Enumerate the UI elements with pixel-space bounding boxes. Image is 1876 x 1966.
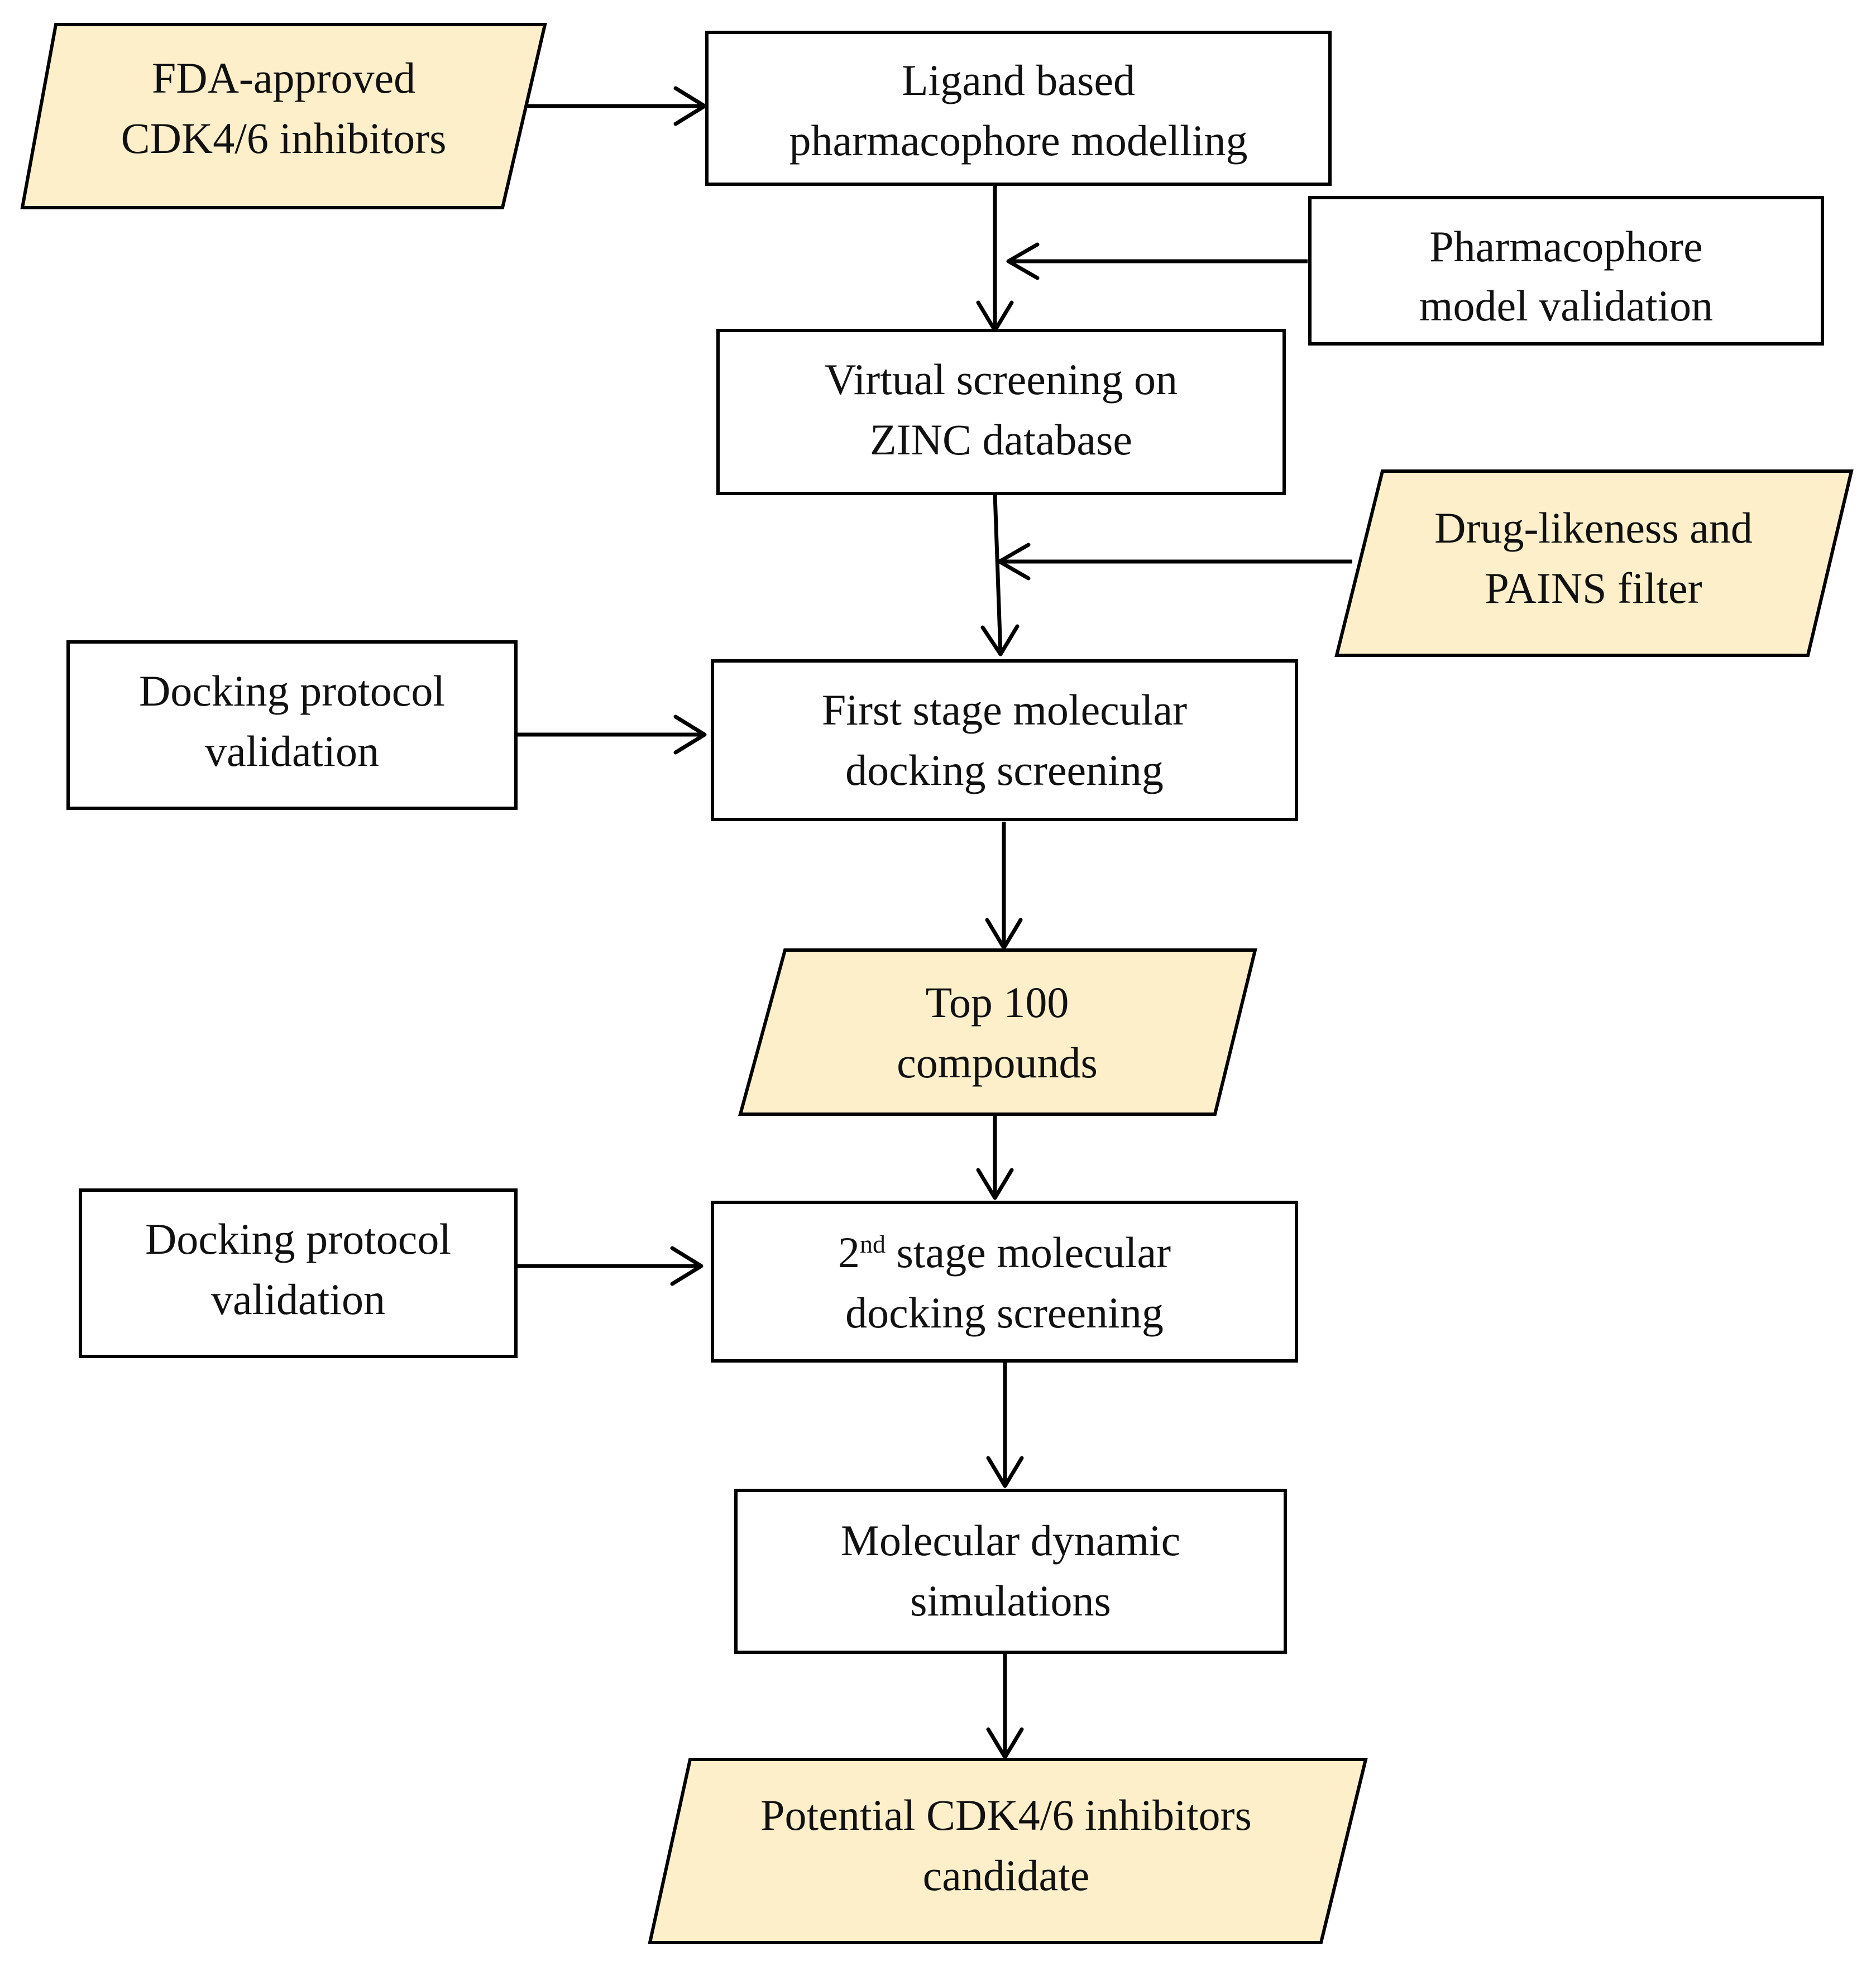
arrow-first-docking-to-top-100 (985, 822, 1023, 950)
arrow-docking-validation-2-to-second-docking (517, 1246, 704, 1286)
rect-shape (66, 640, 518, 810)
rect-shape (716, 329, 1286, 495)
parallelogram-shape (20, 23, 547, 209)
parallelogram-shape (648, 1758, 1368, 1944)
node-label-line2: pharmacophore modelling (789, 116, 1248, 165)
node-label-line2: CDK4/6 inhibitors (121, 114, 447, 162)
arrow-second-docking-to-md-simulations (986, 1362, 1024, 1488)
rect-shape (711, 659, 1298, 821)
node-label-line2: model validation (1419, 281, 1713, 330)
node-potential-candidates: Potential CDK4/6 inhibitors candidate (648, 1758, 1368, 1944)
node-label-line2: docking screening (845, 1288, 1164, 1337)
node-label-line1: Ligand based (902, 56, 1135, 104)
node-label-line1-rest: stage molecular (886, 1228, 1171, 1277)
parallelogram-shape (738, 948, 1257, 1116)
arrow-modelling-to-virtual-screening (976, 184, 1014, 333)
node-first-stage-docking: First stage molecular docking screening (711, 659, 1298, 821)
rect-shape (711, 1201, 1298, 1363)
node-label-line1: First stage molecular (822, 685, 1187, 734)
node-label-line2: simulations (910, 1576, 1111, 1625)
arrow-docking-validation-1-to-first-docking (517, 715, 707, 755)
node-label-line2: docking screening (845, 746, 1164, 794)
node-fda-inhibitors: FDA-approved CDK4/6 inhibitors (20, 23, 547, 209)
arrow-druglikeness-to-flow (997, 543, 1352, 581)
node-label-line1: FDA-approved (152, 54, 415, 102)
node-docking-validation-1: Docking protocol validation (66, 640, 518, 810)
node-pharmacophore-validation: Pharmacophore model validation (1308, 196, 1824, 346)
node-label-line2: ZINC database (870, 415, 1132, 464)
node-label-line1: Pharmacophore (1429, 222, 1702, 271)
rect-shape (705, 31, 1332, 186)
arrow-pharmacophore-validation-to-flow (1006, 242, 1308, 280)
node-top-100: Top 100 compounds (738, 948, 1257, 1116)
node-label-line2: candidate (923, 1851, 1090, 1900)
rect-shape (79, 1188, 518, 1358)
node-label-line1: Drug-likeness and (1434, 504, 1753, 552)
node-label-line1: Molecular dynamic (841, 1516, 1181, 1565)
ordinal-number: 2 (838, 1228, 860, 1277)
node-label-line1: Virtual screening on (825, 355, 1178, 404)
node-pharmacophore-modelling: Ligand based pharmacophore modelling (705, 31, 1332, 186)
node-label-line1: Docking protocol (145, 1215, 451, 1263)
node-label-line2: PAINS filter (1485, 564, 1702, 612)
node-label-line1: Top 100 (926, 978, 1069, 1027)
node-second-stage-docking: 2nd stage molecular docking screening (711, 1201, 1298, 1363)
rect-shape (734, 1489, 1287, 1654)
node-label-line2: validation (211, 1275, 385, 1324)
rect-shape (1308, 196, 1824, 346)
node-label-line1: Docking protocol (139, 666, 445, 715)
ordinal-superscript: nd (860, 1230, 886, 1258)
arrow-md-simulations-to-candidates (986, 1652, 1024, 1759)
node-label-line1: Potential CDK4/6 inhibitors (760, 1791, 1252, 1839)
node-label-line2: compounds (897, 1038, 1098, 1087)
arrow-fda-to-pharmacophore-modelling (525, 86, 707, 126)
parallelogram-shape (1334, 469, 1854, 657)
node-virtual-screening: Virtual screening on ZINC database (716, 329, 1286, 495)
node-druglikeness-filter: Drug-likeness and PAINS filter (1334, 469, 1854, 657)
arrow-top-100-to-second-docking (976, 1114, 1014, 1200)
node-docking-validation-2: Docking protocol validation (79, 1188, 518, 1358)
arrows (517, 86, 1352, 1759)
node-label-line1: 2nd stage molecular (838, 1228, 1171, 1277)
node-md-simulations: Molecular dynamic simulations (734, 1489, 1287, 1654)
arrow-virtual-screening-to-first-docking (980, 494, 1020, 656)
node-label-line2: validation (205, 727, 379, 775)
